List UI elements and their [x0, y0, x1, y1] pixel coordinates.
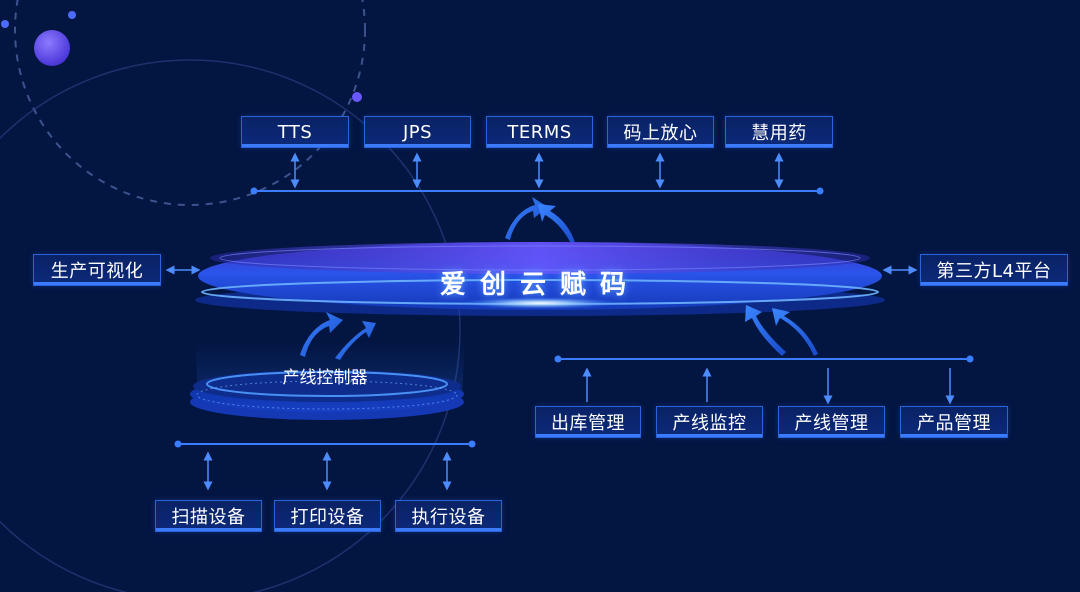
node-jps: JPS — [364, 116, 471, 148]
device-bus — [174, 440, 476, 448]
device-connectors — [203, 451, 452, 491]
platform-title: 爱创云赋码 — [439, 269, 640, 300]
node-mashangfangxin: 码上放心 — [607, 116, 714, 148]
exchange-arrows-top — [505, 197, 576, 246]
node-execution-device: 执行设备 — [395, 500, 502, 532]
node-terms: TERMS — [486, 116, 593, 148]
platform-disc — [195, 242, 885, 316]
top-connectors — [290, 152, 784, 189]
node-huiyongyao: 慧用药 — [725, 116, 833, 148]
node-product-management: 产品管理 — [900, 406, 1008, 438]
controller-label: 产线控制器 — [282, 367, 368, 388]
module-bus — [554, 355, 974, 363]
top-bus — [250, 187, 824, 195]
node-third-party-l4: 第三方L4平台 — [920, 254, 1068, 286]
module-connectors — [582, 367, 955, 405]
controller-platform — [190, 340, 465, 420]
node-tts: TTS — [241, 116, 349, 148]
node-production-visualization: 生产可视化 — [33, 254, 161, 286]
node-line-management: 产线管理 — [778, 406, 885, 438]
decorative-orbit — [0, 0, 461, 592]
exchange-arrows-right — [745, 305, 818, 356]
node-line-monitoring: 产线监控 — [656, 406, 763, 438]
node-scan-device: 扫描设备 — [155, 500, 262, 532]
node-outbound-management: 出库管理 — [535, 406, 641, 438]
node-print-device: 打印设备 — [274, 500, 381, 532]
